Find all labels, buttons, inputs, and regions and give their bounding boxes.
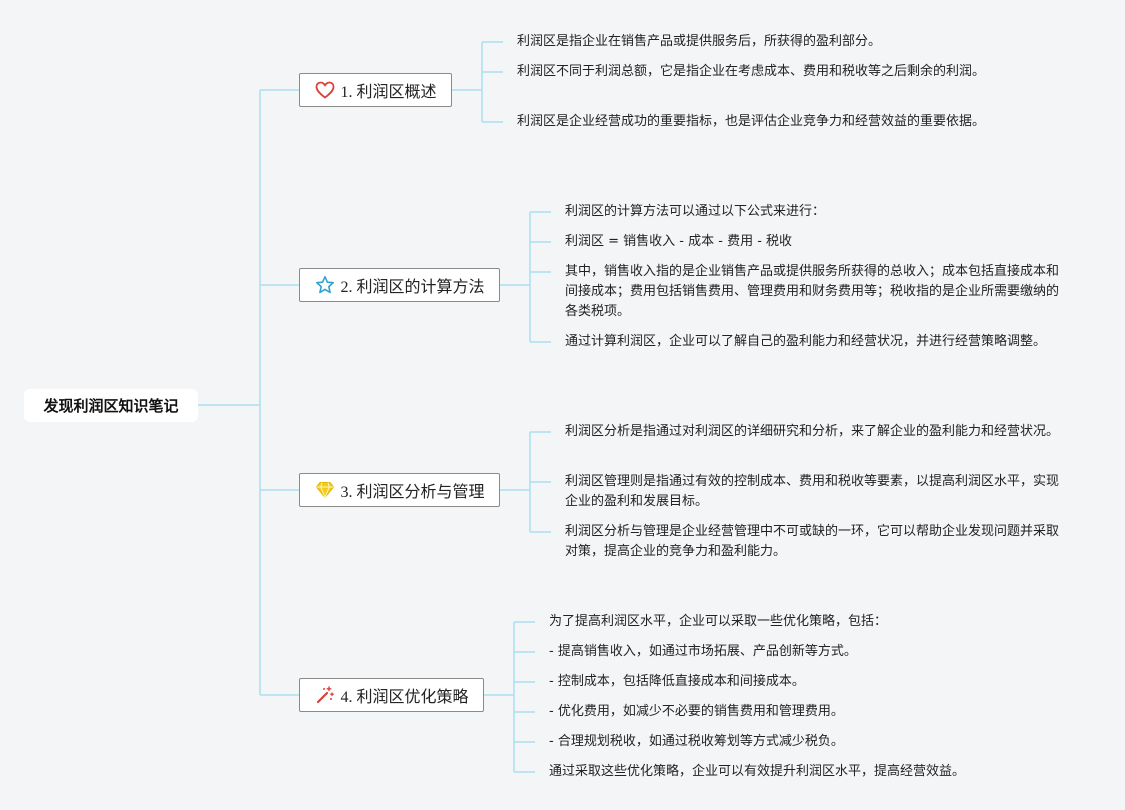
root-node[interactable]: 发现利润区知识笔记 [24,389,198,422]
list-item: 利润区是企业经营成功的重要指标，也是评估企业竞争力和经营效益的重要依据。 [517,114,986,129]
topic-label: 3. 利润区分析与管理 [340,484,485,501]
topic-overview[interactable]: 1. 利润区概述 [299,73,452,107]
list-item: 为了提高利润区水平，企业可以采取一些优化策略，包括： [549,614,888,629]
list-item: 其中，销售收入指的是企业销售产品或提供服务所获得的总收入；成本包括直接成本和间接… [565,264,1060,319]
list-item: - 控制成本，包括降低直接成本和间接成本。 [549,674,805,689]
list-item: 利润区管理则是指通过有效的控制成本、费用和税收等要素，以提高利润区水平，实现企业… [565,474,1060,509]
list-item: 利润区不同于利润总额，它是指企业在考虑成本、费用和税收等之后剩余的利润。 [517,64,986,79]
list-item: - 提高销售收入，如通过市场拓展、产品创新等方式。 [549,644,857,659]
topic-calculation[interactable]: 2. 利润区的计算方法 [299,268,500,302]
diamond-icon [314,479,336,501]
topic-label: 2. 利润区的计算方法 [340,279,485,296]
list-item: 利润区分析是指通过对利润区的详细研究和分析，来了解企业的盈利能力和经营状况。 [565,424,1060,439]
list-item: 通过采取这些优化策略，企业可以有效提升利润区水平，提高经营效益。 [549,764,966,779]
list-item: 通过计算利润区，企业可以了解自己的盈利能力和经营状况，并进行经营策略调整。 [565,334,1047,349]
topic-label: 4. 利润区优化策略 [340,689,469,706]
star-icon [314,274,336,296]
list-item: - 合理规划税收，如通过税收筹划等方式减少税负。 [549,734,844,749]
list-item: 利润区的计算方法可以通过以下公式来进行： [565,204,826,219]
list-item: - 优化费用，如减少不必要的销售费用和管理费用。 [549,704,844,719]
heart-icon [314,79,336,101]
topic-optimization[interactable]: 4. 利润区优化策略 [299,678,484,712]
root-title: 发现利润区知识笔记 [43,397,179,415]
list-item: 利润区分析与管理是企业经营管理中不可或缺的一环，它可以帮助企业发现问题并采取对策… [565,524,1060,559]
topic-analysis-management[interactable]: 3. 利润区分析与管理 [299,473,500,507]
list-item: 利润区是指企业在销售产品或提供服务后，所获得的盈利部分。 [517,34,882,49]
topic-label: 1. 利润区概述 [340,84,437,101]
list-item: 利润区 = 销售收入 - 成本 - 费用 - 税收 [565,234,793,249]
magic-wand-icon [314,684,336,706]
